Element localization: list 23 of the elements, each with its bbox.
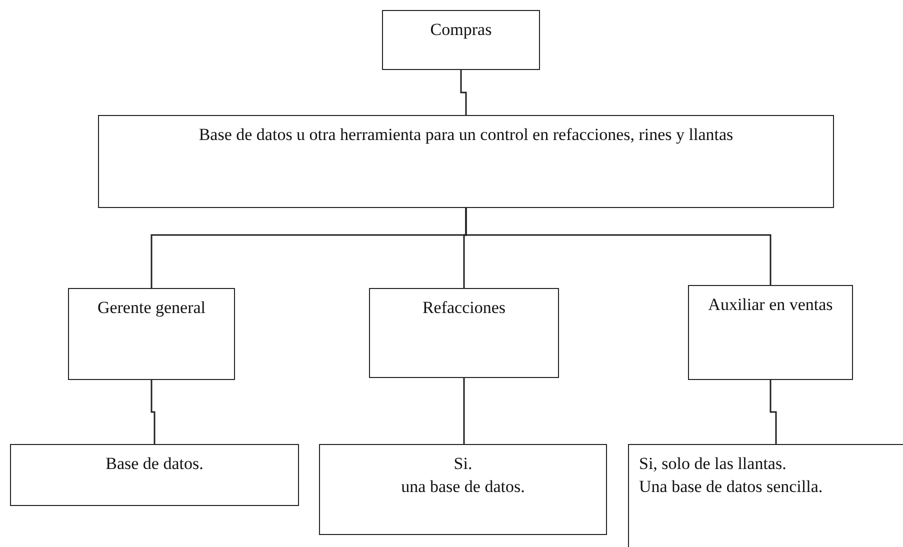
org-box (98, 115, 834, 208)
connector-line (463, 378, 465, 444)
box-text: Si. (452, 453, 474, 475)
org-box (628, 444, 903, 547)
org-box (369, 288, 559, 378)
box-text: Gerente general (96, 297, 207, 319)
org-box (68, 288, 235, 380)
connector-line (150, 380, 156, 444)
box-text: Refacciones (421, 297, 507, 319)
box-text: Compras (429, 19, 493, 41)
org-box (688, 285, 853, 380)
connector-line (770, 380, 777, 444)
org-box (10, 444, 299, 506)
box-text: Auxiliar en ventas (707, 294, 834, 316)
org-box (319, 444, 607, 535)
box-text: Base de datos u otra herramienta para un control en refacciones, rines y llantas (198, 124, 734, 146)
org-box (382, 10, 540, 70)
box-text: Base de datos. (104, 453, 204, 475)
connector-line (460, 70, 467, 115)
box-text: Si, solo de las llantas. (639, 453, 788, 475)
box-text: Una base de datos sencilla. (639, 476, 824, 498)
connector-line (465, 208, 772, 285)
box-text: una base de datos. (400, 476, 526, 498)
